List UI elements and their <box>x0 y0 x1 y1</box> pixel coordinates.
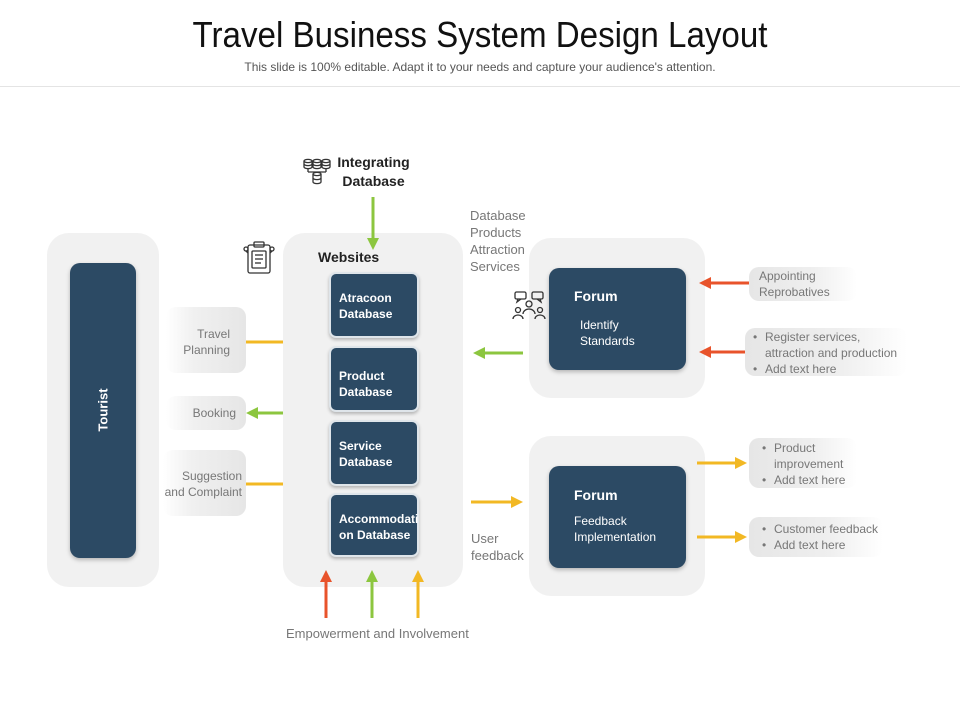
appointing-chip: Appointing Reprobatives <box>749 267 857 301</box>
db-line2: Database <box>339 307 393 321</box>
suggestion-line1: Suggestion <box>181 469 242 483</box>
db-line2: on Database <box>339 528 411 542</box>
integrating-database-label: Integrating Database <box>337 153 410 191</box>
db-line2: Database <box>339 385 393 399</box>
empowerment-label: Empowerment and Involvement <box>286 626 469 641</box>
database-list-label: Database Products Attraction Services <box>470 207 526 275</box>
chip-line: Appointing <box>759 269 816 283</box>
chip-bullet: Register services, <box>749 329 907 345</box>
accommodation-database-box: Accommodati on Database <box>329 493 419 557</box>
chip-bullet: Add text here <box>758 537 883 553</box>
chip-bullet: Customer feedback <box>758 521 883 537</box>
travel-planning-line1: Travel <box>197 327 230 341</box>
team-icon <box>512 291 546 320</box>
register-chip: Register services, attraction and produc… <box>745 328 907 377</box>
suggestion-line2: and Complaint <box>164 485 242 499</box>
customer-chip: Customer feedback Add text here <box>749 517 883 557</box>
database-icon <box>303 158 331 185</box>
integrating-line1: Integrating <box>337 154 410 170</box>
travel-planning-line2: Planning <box>183 343 230 357</box>
chip-bullet: Add text here <box>758 472 857 488</box>
forum-title: Forum <box>574 288 618 304</box>
header-divider <box>0 86 960 87</box>
flow-line: Database <box>470 208 526 223</box>
chip-bullet-continued: attraction and production <box>765 346 898 360</box>
forum-desc-line: Implementation <box>574 530 657 544</box>
forum-desc-line: Identify <box>580 318 619 332</box>
page-subtitle: This slide is 100% editable. Adapt it to… <box>244 60 716 74</box>
chip-line: Reprobatives <box>759 285 830 299</box>
travel-planning-chip: Travel Planning <box>166 307 246 373</box>
chip-bullet: Product <box>758 440 857 456</box>
booking-label: Booking <box>192 406 236 420</box>
flow-line: User <box>471 531 499 546</box>
db-line1: Atracoon <box>339 291 392 305</box>
product-chip: Product improvement Add text here <box>749 438 857 488</box>
forum-desc-line: Standards <box>580 334 635 348</box>
user-feedback-label: User feedback <box>471 530 524 564</box>
page-title: Travel Business System Design Layout <box>192 14 768 55</box>
clipboard-icon <box>243 241 275 274</box>
suggestion-chip: Suggestion and Complaint <box>163 450 246 516</box>
forum-identify-box: Forum Identify Standards <box>549 268 686 370</box>
forum-description: Identify Standards <box>580 317 635 349</box>
flow-line: Services <box>470 259 520 274</box>
chip-bullet-continued: improvement <box>774 457 844 471</box>
booking-chip: Booking <box>166 396 246 430</box>
chip-bullet: Add text here <box>749 361 907 377</box>
flow-line: Products <box>470 225 522 240</box>
atracoon-database-box: Atracoon Database <box>329 272 419 338</box>
forum-desc-line: Feedback <box>574 514 627 528</box>
product-database-box: Product Database <box>329 346 419 412</box>
db-line1: Product <box>339 369 385 383</box>
service-database-box: Service Database <box>329 420 419 486</box>
db-line1: Service <box>339 439 382 453</box>
flow-line: Attraction <box>470 242 525 257</box>
forum-feedback-box: Forum Feedback Implementation <box>549 466 686 568</box>
db-line2: Database <box>339 455 393 469</box>
integrating-line2: Database <box>342 173 405 189</box>
flow-line: feedback <box>471 548 524 563</box>
db-line1: Accommodati <box>339 512 419 526</box>
forum-title: Forum <box>574 487 618 503</box>
websites-label: Websites <box>318 249 380 265</box>
forum-description: Feedback Implementation <box>574 513 656 545</box>
tourist-bar: Tourist <box>70 263 136 558</box>
